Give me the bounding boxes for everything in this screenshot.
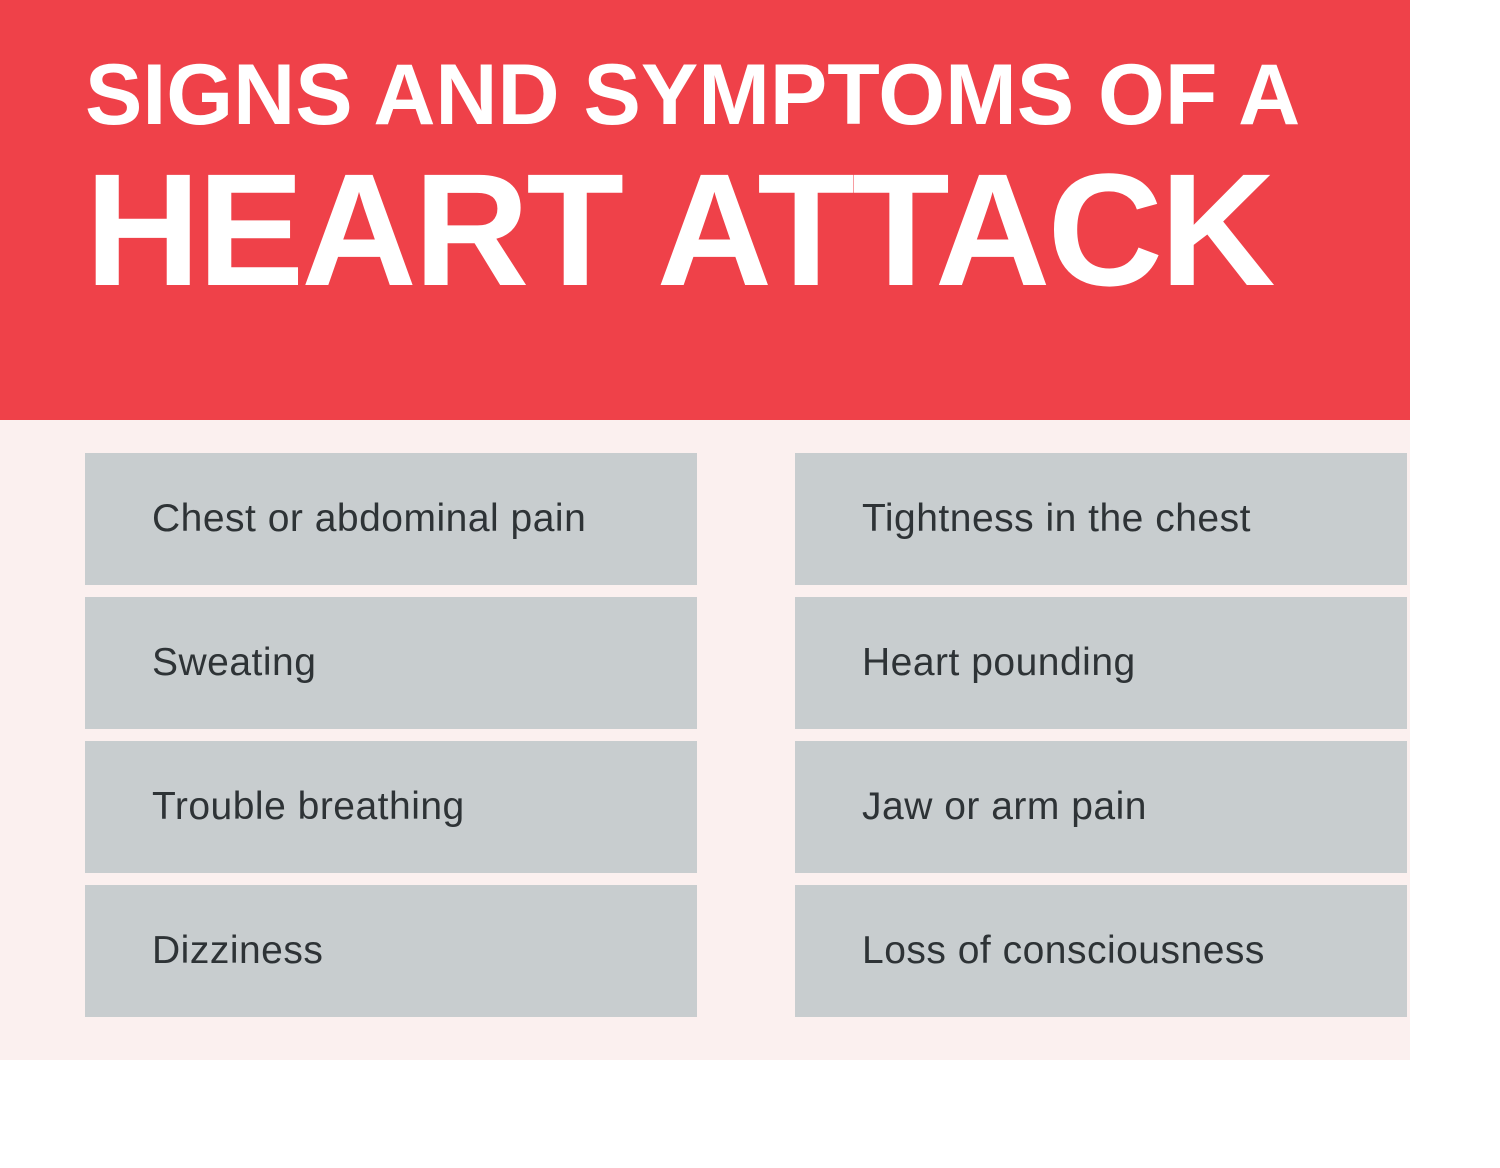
- symptom-label: Heart pounding: [862, 641, 1136, 684]
- symptom-box-dizziness: Dizziness: [85, 885, 697, 1017]
- symptom-label: Dizziness: [152, 929, 324, 972]
- symptoms-section: Chest or abdominal pain Tightness in the…: [0, 420, 1410, 1060]
- symptom-box-sweating: Sweating: [85, 597, 697, 729]
- symptom-box-heart-pounding: Heart pounding: [795, 597, 1407, 729]
- symptom-label: Tightness in the chest: [862, 497, 1251, 540]
- infographic-canvas: SIGNS AND SYMPTOMS OF A HEART ATTACK Che…: [0, 0, 1410, 1168]
- title-line-2: HEART ATTACK: [85, 140, 1276, 320]
- symptom-box-tightness-chest: Tightness in the chest: [795, 453, 1407, 585]
- symptom-label: Jaw or arm pain: [862, 785, 1147, 828]
- header-banner: SIGNS AND SYMPTOMS OF A HEART ATTACK: [0, 0, 1410, 420]
- title-line-1: SIGNS AND SYMPTOMS OF A: [85, 47, 1301, 143]
- symptom-box-chest-abdominal-pain: Chest or abdominal pain: [85, 453, 697, 585]
- symptom-label: Trouble breathing: [152, 785, 465, 828]
- symptom-box-trouble-breathing: Trouble breathing: [85, 741, 697, 873]
- symptom-label: Sweating: [152, 641, 317, 684]
- symptoms-grid: Chest or abdominal pain Tightness in the…: [85, 453, 1410, 1017]
- footer-whitespace: [0, 1060, 1410, 1168]
- symptom-label: Loss of consciousness: [862, 929, 1265, 972]
- symptom-box-loss-of-consciousness: Loss of consciousness: [795, 885, 1407, 1017]
- symptom-label: Chest or abdominal pain: [152, 497, 587, 540]
- symptom-box-jaw-arm-pain: Jaw or arm pain: [795, 741, 1407, 873]
